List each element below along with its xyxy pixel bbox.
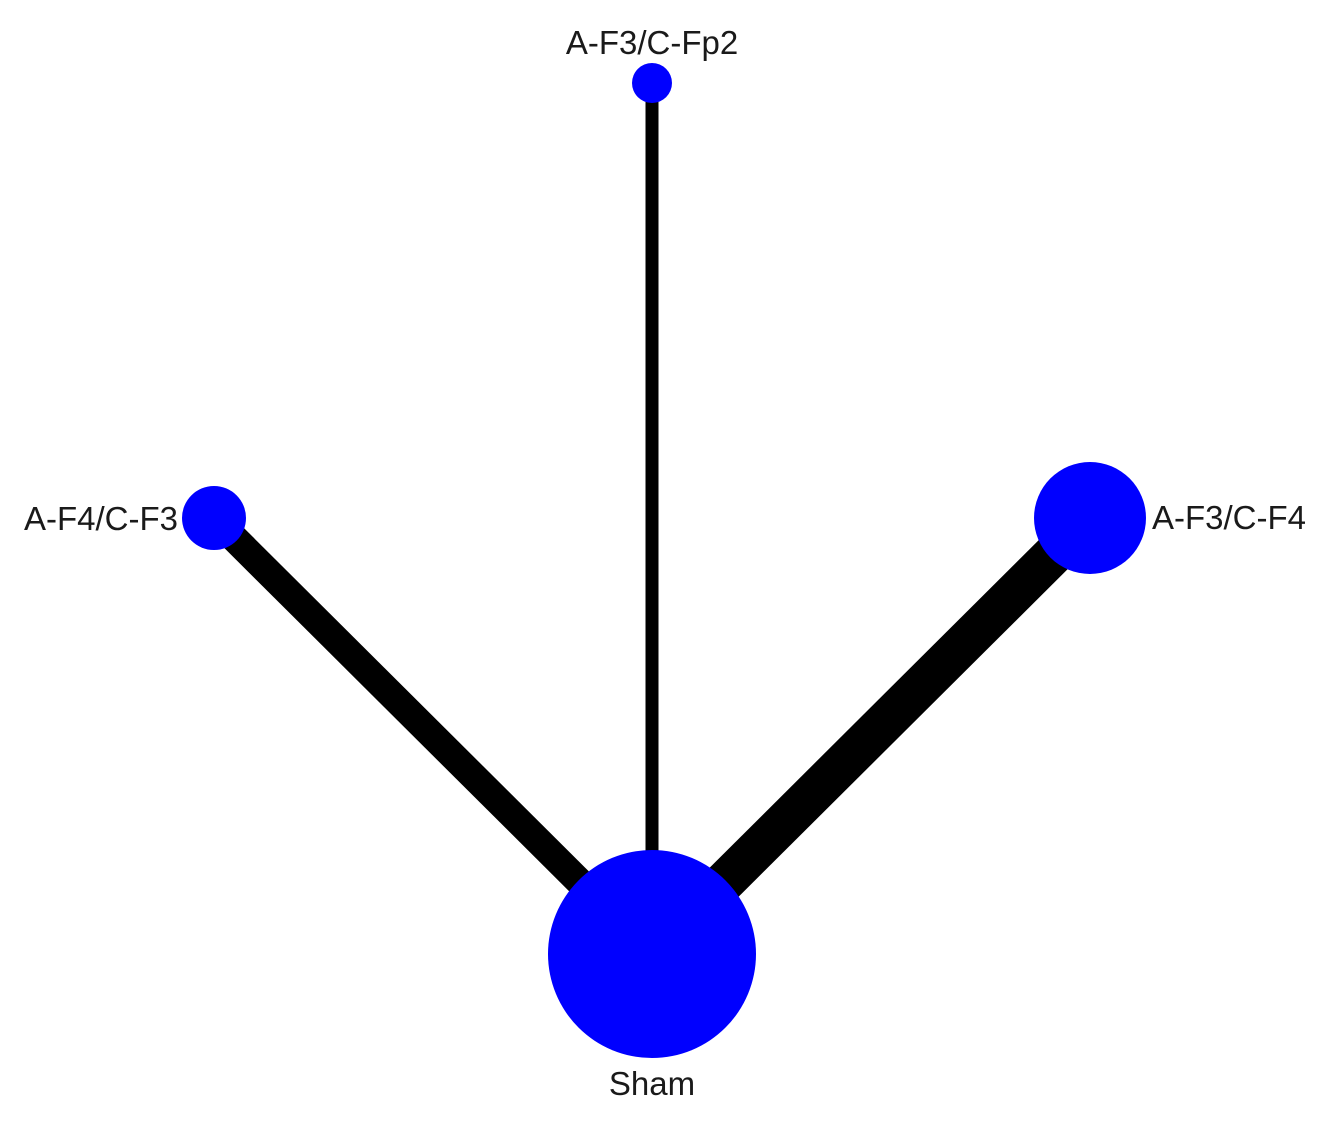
node-label-sham: Sham — [608, 1065, 696, 1103]
node-a-f3-c-f4 — [1034, 462, 1146, 574]
node-a-f3-c-fp2 — [632, 63, 672, 103]
node-sham — [548, 850, 756, 1058]
node-label-a-f3-c-fp2: A-F3/C-Fp2 — [565, 24, 739, 62]
node-a-f4-c-f3 — [182, 486, 246, 550]
node-label-a-f3-c-f4: A-F3/C-F4 — [1152, 499, 1307, 537]
node-label-a-f4-c-f3: A-F4/C-F3 — [23, 500, 178, 538]
